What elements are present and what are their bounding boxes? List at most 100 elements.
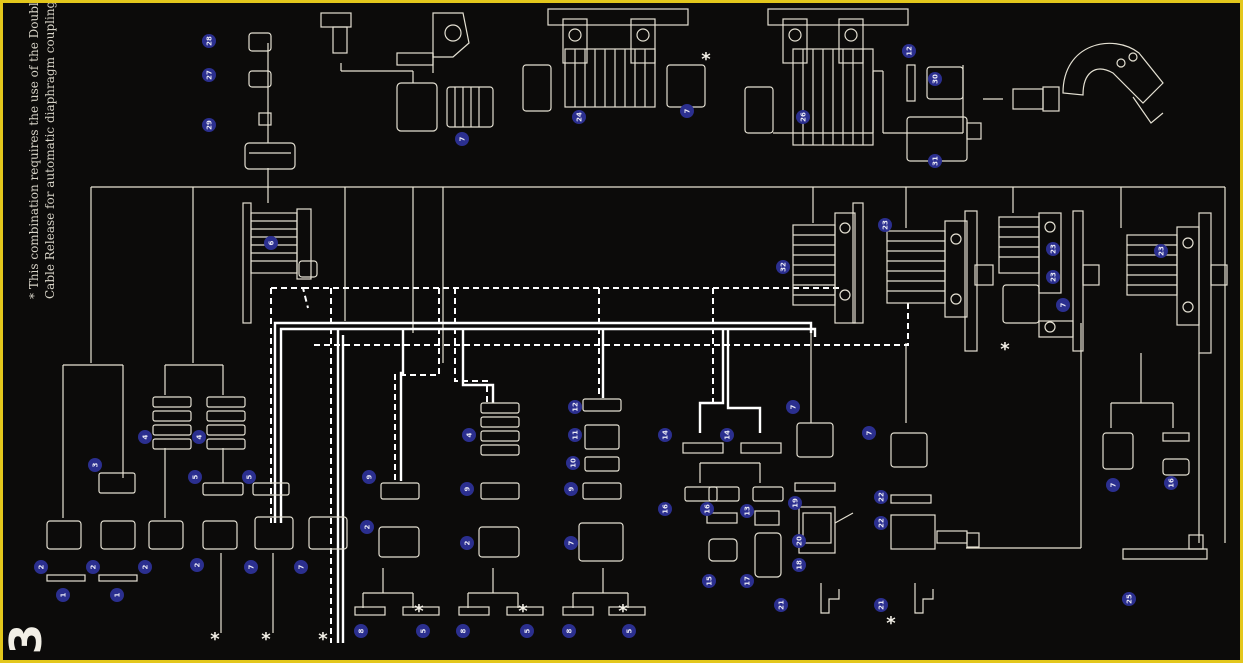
asterisk-marker: * [414, 601, 424, 622]
number-badge: 4 [462, 428, 476, 442]
badge-label: 24 [576, 112, 584, 122]
asterisk-marker: * [886, 613, 896, 634]
number-badge: 3 [88, 458, 102, 472]
number-badge: 18 [792, 558, 806, 572]
number-badge: 14 [720, 428, 734, 442]
badge-label: 5 [192, 474, 200, 479]
number-badge: 9 [362, 470, 376, 484]
badge-label: 5 [246, 474, 254, 479]
number-badge: 2 [360, 520, 374, 534]
number-badge: 7 [680, 104, 694, 118]
badge-label: 25 [1126, 594, 1134, 604]
number-badge: 2 [86, 560, 100, 574]
badge-label: 26 [800, 112, 808, 122]
number-badge: 7 [1056, 298, 1070, 312]
badge-label: 17 [744, 576, 752, 586]
badge-label: 23 [1050, 244, 1058, 254]
badge-label: 20 [796, 536, 804, 546]
top-camera-group-1 [321, 13, 493, 131]
top-bellows-group-1 [523, 9, 705, 111]
lens-stack-right [795, 423, 1207, 613]
badge-label: 21 [878, 600, 886, 610]
number-badge: 1 [56, 588, 70, 602]
badge-label: 2 [38, 564, 46, 569]
number-badge: 15 [702, 574, 716, 588]
badge-label: 8 [460, 628, 468, 633]
badge-label: 4 [466, 432, 474, 437]
badge-label: 8 [566, 628, 574, 633]
badge-label: 1 [114, 592, 122, 597]
badge-label: 16 [662, 504, 670, 514]
badge-label: 9 [568, 486, 576, 491]
number-badge: 6 [264, 236, 278, 250]
badge-label: 4 [142, 434, 150, 439]
number-badge: 23 [878, 218, 892, 232]
badge-label: 27 [206, 70, 214, 80]
number-badge: 9 [564, 482, 578, 496]
number-badge: 22 [874, 516, 888, 530]
asterisk-marker: * [618, 601, 628, 622]
badge-label: 30 [932, 74, 940, 84]
badge-label: 12 [572, 402, 580, 412]
badge-label: 2 [142, 564, 150, 569]
microscope-adapter-drawing [1013, 43, 1163, 123]
number-badge: 4 [138, 430, 152, 444]
lens-stack-middle [355, 399, 645, 615]
number-badge: 12 [902, 44, 916, 58]
number-badge: 5 [520, 624, 534, 638]
badge-label: 3 [92, 462, 100, 467]
badge-label: 9 [464, 486, 472, 491]
footnote-line-2: Cable Release for automatic diaphragm co… [43, 3, 57, 299]
number-badge: 25 [1122, 592, 1136, 606]
number-badge: 8 [456, 624, 470, 638]
badge-label: 2 [90, 564, 98, 569]
badge-label: 16 [1168, 478, 1176, 488]
number-badge: 32 [776, 260, 790, 274]
number-badge: 19 [788, 496, 802, 510]
number-badge: 23 [1046, 270, 1060, 284]
number-badge: 23 [1154, 244, 1168, 258]
badge-label: 16 [704, 504, 712, 514]
top-bellows-group-2 [745, 9, 981, 161]
badge-label: 29 [206, 120, 214, 130]
number-badge: 7 [294, 560, 308, 574]
bellows-unit-6 [243, 203, 317, 323]
number-badge: 10 [566, 456, 580, 470]
number-badge: 17 [740, 574, 754, 588]
badge-label: 6 [268, 240, 276, 245]
badge-label: 7 [248, 564, 256, 569]
asterisk-marker: * [701, 49, 711, 70]
number-badge: 5 [416, 624, 430, 638]
footnote: * This combination requires the use of t… [3, 3, 63, 303]
number-badge: 7 [786, 400, 800, 414]
asterisk-marker: * [318, 629, 328, 650]
badge-label: 5 [420, 628, 428, 633]
asterisk-marker: * [1000, 339, 1010, 360]
footnote-line-1: * This combination requires the use of t… [27, 3, 41, 299]
number-badge: 5 [242, 470, 256, 484]
number-badge: 24 [572, 110, 586, 124]
accessory-system-diagram: 1122222234445555567777777778889991011121… [3, 3, 1240, 660]
badge-label: 14 [662, 430, 670, 440]
badge-label: 7 [298, 564, 306, 569]
badge-label: 7 [684, 108, 692, 113]
badge-label: 4 [196, 434, 204, 439]
badge-label: 7 [866, 430, 874, 435]
number-badge: 21 [874, 598, 888, 612]
badge-label: 14 [724, 430, 732, 440]
badge-label: 5 [626, 628, 634, 633]
badge-label: 7 [459, 136, 467, 141]
asterisk-marker: * [518, 601, 528, 622]
number-badge: 13 [740, 504, 754, 518]
double-connector-lines [275, 323, 815, 643]
badge-label: 28 [206, 36, 214, 46]
number-badge: 14 [658, 428, 672, 442]
number-badge: 2 [190, 558, 204, 572]
badge-label: 2 [364, 524, 372, 529]
number-badge: 16 [658, 502, 672, 516]
badge-label: 5 [524, 628, 532, 633]
number-badge: 26 [796, 110, 810, 124]
number-badge: 20 [792, 534, 806, 548]
lens-stack-left [47, 397, 347, 581]
badge-label: 23 [1158, 246, 1166, 256]
